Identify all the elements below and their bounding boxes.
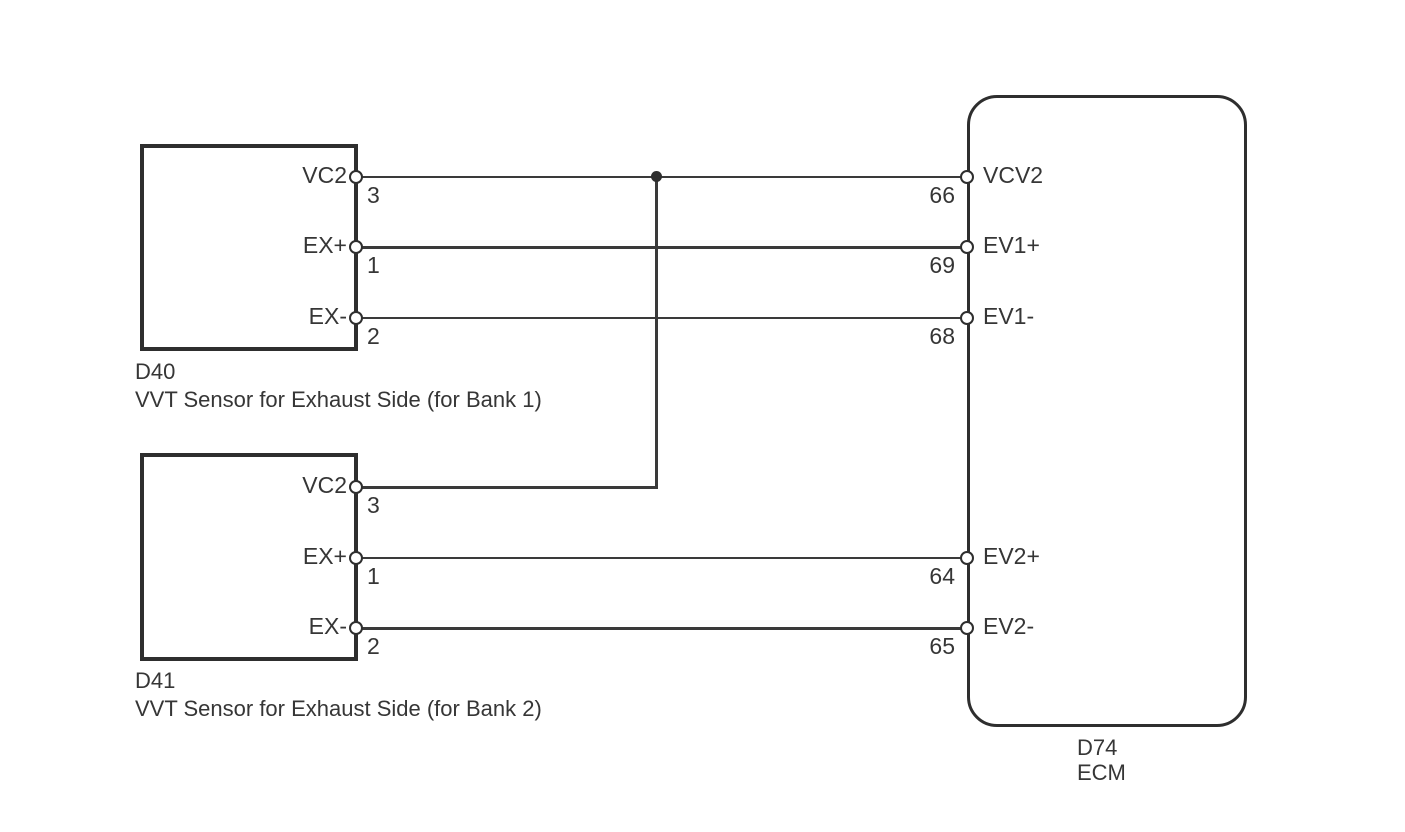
ecm-pin-terminal-65 — [960, 621, 974, 635]
d41-pin-label-vc2: VC2 — [302, 472, 347, 498]
d41-description-label: VVT Sensor for Exhaust Side (for Bank 2) — [135, 696, 542, 721]
ecm-connector-box — [967, 95, 1247, 727]
d40-id-label: D40 — [135, 359, 176, 384]
d41-pin-terminal-3 — [349, 480, 363, 494]
ecm-pin-label-vcv2: VCV2 — [983, 162, 1044, 188]
ecm-pin-number-64: 64 — [929, 563, 955, 589]
ecm-pin-label-ev2-minus: EV2- — [983, 613, 1035, 639]
d40-pin-label-vc2: VC2 — [302, 162, 347, 188]
ecm-pin-number-69: 69 — [929, 252, 955, 278]
d41-pin-number-3: 3 — [367, 492, 380, 518]
ecm-pin-terminal-69 — [960, 240, 974, 254]
wire-d40-exminus-to-ecm-ev1minus — [356, 317, 967, 319]
d40-pin-label-ex-plus: EX+ — [302, 232, 347, 258]
d41-pin-label-ex-plus: EX+ — [302, 543, 347, 569]
wire-d41-vc2-horizontal — [356, 486, 658, 489]
wire-d41-exminus-to-ecm-ev2minus — [356, 627, 967, 630]
wire-d41-vc2-vertical-branch — [655, 177, 658, 488]
ecm-pin-number-68: 68 — [929, 323, 955, 349]
d40-pin-terminal-1 — [349, 240, 363, 254]
d41-pin-terminal-1 — [349, 551, 363, 565]
ecm-pin-label-ev2-plus: EV2+ — [983, 543, 1040, 569]
d40-pin-number-2: 2 — [367, 323, 380, 349]
d41-caption: D41 VVT Sensor for Exhaust Side (for Ban… — [135, 667, 542, 723]
d40-pin-label-ex-minus: EX- — [308, 303, 347, 329]
d40-pin-number-3: 3 — [367, 182, 380, 208]
d40-pin-terminal-3 — [349, 170, 363, 184]
d41-pin-number-1: 1 — [367, 563, 380, 589]
d41-connector-box — [140, 453, 358, 661]
d40-description-label: VVT Sensor for Exhaust Side (for Bank 1) — [135, 387, 542, 412]
d40-pin-terminal-2 — [349, 311, 363, 325]
wire-d40-explus-to-ecm-ev1plus — [356, 246, 967, 249]
d41-pin-label-ex-minus: EX- — [308, 613, 347, 639]
ecm-id-label: D74 — [1077, 735, 1118, 760]
ecm-pin-label-ev1-plus: EV1+ — [983, 232, 1040, 258]
d41-pin-number-2: 2 — [367, 633, 380, 659]
d40-connector-box — [140, 144, 358, 351]
wire-d41-explus-to-ecm-ev2plus — [356, 557, 967, 559]
d40-pin-number-1: 1 — [367, 252, 380, 278]
ecm-pin-number-65: 65 — [929, 633, 955, 659]
ecm-pin-terminal-68 — [960, 311, 974, 325]
ecm-pin-terminal-64 — [960, 551, 974, 565]
ecm-pin-number-66: 66 — [929, 182, 955, 208]
ecm-pin-terminal-66 — [960, 170, 974, 184]
ecm-description-label: ECM — [1077, 760, 1126, 785]
ecm-pin-label-ev1-minus: EV1- — [983, 303, 1035, 329]
ecm-caption: D74 ECM — [1077, 735, 1126, 785]
vc2-wire-junction-dot — [651, 171, 662, 182]
d41-id-label: D41 — [135, 668, 176, 693]
d41-pin-terminal-2 — [349, 621, 363, 635]
d40-caption: D40 VVT Sensor for Exhaust Side (for Ban… — [135, 358, 542, 414]
